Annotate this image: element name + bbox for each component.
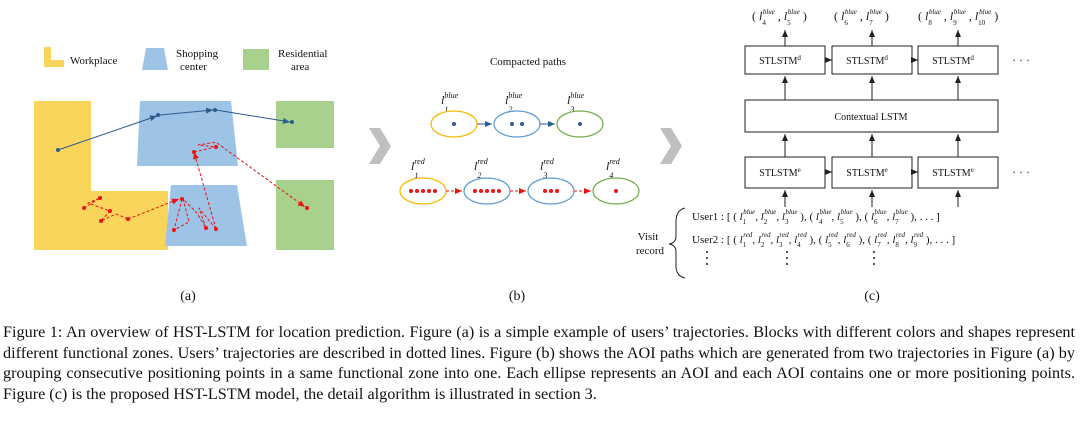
node-label: l3red	[540, 157, 555, 180]
user1-record: User1 : [ ( l1blue, l2blue, l3blue ), ( …	[692, 208, 940, 226]
panel-a: Workplace Shopping center Residential ar…	[34, 47, 334, 304]
panel-c: ( l4blue , l5blue ) ( l6blue , l7blue ) …	[636, 8, 1030, 304]
chevron-right-icon	[369, 128, 391, 164]
panel-b-title: Compacted paths	[490, 56, 566, 68]
shopping-center-zone-bottom	[165, 185, 247, 246]
residential-zone-top	[276, 101, 334, 148]
contextual-lstm: Contextual LSTM	[744, 99, 999, 133]
panel-a-sublabel: (a)	[180, 289, 196, 304]
blue-path: l1blue l2blue l3blue	[430, 91, 604, 138]
svg-text:STLSTMd: STLSTMd	[932, 54, 974, 67]
residential-legend-swatch	[243, 49, 269, 70]
red-path: l1red l2red l3red l4red	[399, 157, 640, 205]
node-label: l2red	[474, 157, 489, 180]
encoder-cell: STLSTMe	[831, 156, 913, 189]
decoder-ellipsis: · · ·	[1012, 53, 1030, 67]
svg-text:STLSTMe: STLSTMe	[759, 166, 800, 179]
workplace-zone	[34, 101, 168, 250]
decoder-cell: STLSTMd	[744, 45, 826, 75]
aoi-ellipse	[556, 110, 604, 138]
svg-text:STLSTMd: STLSTMd	[846, 54, 888, 67]
decoder-cell: STLSTMd	[831, 45, 913, 75]
svg-text:STLSTMe: STLSTMe	[932, 166, 973, 179]
output-label-1: ( l4blue , l5blue )	[752, 8, 807, 27]
svg-text:Contextual LSTM: Contextual LSTM	[834, 112, 907, 123]
red-trajectory	[83, 141, 306, 231]
figure-canvas: Workplace Shopping center Residential ar…	[34, 8, 1030, 304]
panel-b: Compacted paths l1blue l2blue l3blue l1r…	[399, 56, 640, 304]
red-points	[82, 145, 309, 232]
blue-trajectory	[56, 107, 294, 152]
output-label-3: ( l8blue , l9blue , l10blue )	[918, 8, 998, 27]
legend-label-workplace: Workplace	[70, 55, 117, 67]
blue-point	[290, 120, 294, 124]
vertical-ellipsis	[706, 251, 875, 265]
blue-point	[156, 113, 160, 117]
encoder-cell: STLSTMe	[917, 156, 999, 189]
legend-label-residential-2: area	[291, 61, 309, 73]
decoder-cell: STLSTMd	[917, 45, 999, 75]
svg-text:STLSTMd: STLSTMd	[759, 54, 801, 67]
panel-c-sublabel: (c)	[864, 289, 880, 304]
visit-record-label: Visit	[638, 231, 659, 243]
workplace-legend-swatch	[44, 47, 64, 67]
blue-point	[56, 148, 60, 152]
legend-label-residential: Residential	[278, 48, 328, 60]
shopping-legend-swatch	[142, 48, 168, 70]
visit-record-brace	[668, 207, 686, 279]
legend-label-shopping: Shopping	[176, 48, 219, 60]
output-label-2: ( l6blue , l7blue )	[834, 8, 889, 27]
residential-zone-bottom	[276, 180, 334, 250]
node-label: l1red	[411, 157, 426, 180]
user2-record: User2 : [ ( l1red, l2red, l3red, l4red )…	[692, 231, 955, 249]
panel-b-sublabel: (b)	[509, 289, 526, 304]
legend-workplace: Workplace	[44, 47, 117, 67]
svg-text:STLSTMe: STLSTMe	[846, 166, 887, 179]
blue-point	[213, 108, 217, 112]
encoder-ellipsis: · · ·	[1012, 165, 1030, 179]
aoi-ellipse	[493, 110, 541, 138]
legend-residential: Residential area	[243, 48, 328, 73]
aoi-ellipse	[592, 177, 640, 205]
legend-shopping: Shopping center	[142, 48, 219, 73]
shopping-center-zone-top	[137, 101, 238, 166]
figure-caption: Figure 1: An overview of HST-LSTM for lo…	[3, 323, 1075, 403]
visit-record-label-2: record	[636, 245, 665, 257]
legend-label-shopping-2: center	[180, 61, 207, 73]
encoder-cell: STLSTMe	[744, 156, 826, 189]
chevron-right-icon	[660, 128, 682, 164]
node-label: l4red	[606, 157, 621, 180]
